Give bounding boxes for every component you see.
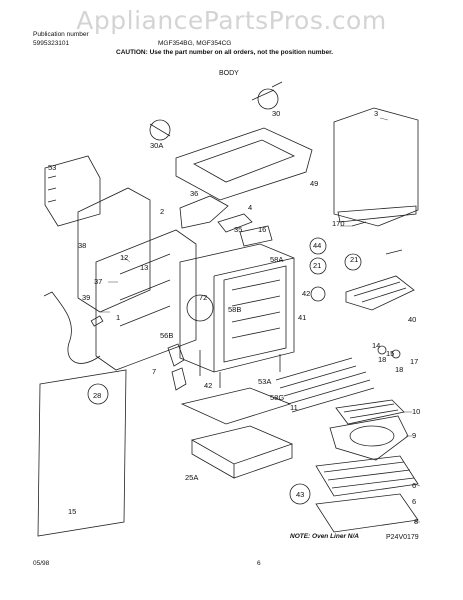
- callout: 6: [412, 481, 416, 490]
- icon-43: [289, 483, 311, 505]
- screwdriver-icon-30: [251, 81, 283, 101]
- callout: 21: [313, 261, 321, 270]
- section-title: BODY: [219, 70, 239, 77]
- broiler-pan: [329, 415, 409, 461]
- igniter-21: [344, 253, 362, 271]
- bracket-36: [179, 195, 229, 229]
- rear-panel: [95, 229, 197, 371]
- oven-cavity-front: [179, 243, 295, 373]
- callout: 11: [290, 403, 298, 412]
- leg-leveler-7: [171, 367, 187, 391]
- callout: 53: [48, 163, 56, 172]
- diagram-note: NOTE: Oven Liner N/A: [290, 533, 359, 540]
- callout: 14: [372, 341, 380, 350]
- callout: 38: [78, 241, 86, 250]
- callout: 56B: [160, 331, 173, 340]
- callout: 1: [116, 313, 120, 322]
- oven-frame: [213, 257, 295, 372]
- callout: 2: [160, 207, 164, 216]
- bracket-35: [217, 213, 253, 233]
- callout: 49: [310, 179, 318, 188]
- rail-53a: [275, 357, 357, 389]
- rail-53: [291, 387, 375, 413]
- callout-labels: 53 30 30A 49 3 36 35 38 12 13 37 1 39 2 …: [48, 109, 420, 526]
- callout: 40: [408, 315, 416, 324]
- callout: 18: [378, 355, 386, 364]
- callout: 43: [296, 490, 304, 499]
- knob-44: [309, 237, 327, 255]
- callout: 15: [68, 507, 76, 516]
- callout: 58B: [228, 305, 241, 314]
- callout: 6: [412, 497, 416, 506]
- wrench-icon-30a: [149, 123, 171, 137]
- callout: 42: [204, 381, 212, 390]
- callout: 170: [332, 219, 345, 228]
- callout: 25A: [185, 473, 198, 482]
- page-number: 6: [257, 560, 261, 567]
- knob-29: [310, 286, 326, 302]
- callout: 42: [302, 289, 310, 298]
- callout: 10: [412, 407, 420, 416]
- callout: 21: [350, 255, 358, 264]
- callout: 30A: [150, 141, 163, 150]
- callout: 58A: [270, 255, 283, 264]
- burner-40: [345, 275, 415, 311]
- door-panel: [37, 369, 127, 537]
- callout: 13: [140, 263, 148, 272]
- top-frame: [175, 127, 313, 201]
- model-numbers: MGF354BG, MGF354CG: [158, 40, 232, 47]
- drawer-panel-42: [180, 387, 292, 425]
- callout: 17: [410, 357, 418, 366]
- callout: 35: [234, 225, 242, 234]
- callout: 16: [258, 225, 266, 234]
- publication-label: Publication number: [33, 31, 89, 38]
- callout: 30: [272, 109, 280, 118]
- drawing-number: P24V0179: [386, 534, 419, 541]
- callout: 8: [414, 517, 418, 526]
- callout: 18: [395, 365, 403, 374]
- foot-58b: [167, 343, 185, 367]
- callout: 3: [374, 109, 378, 118]
- callout: 4: [248, 203, 252, 212]
- callout: 12: [120, 253, 128, 262]
- drawer-25a: [190, 425, 294, 465]
- watermark: AppliancePartsPros.com: [76, 6, 387, 35]
- callout: 28: [93, 391, 101, 400]
- callout: 53A: [258, 377, 271, 386]
- callout: 72: [199, 293, 207, 302]
- callout: 15: [386, 349, 394, 358]
- callout: 41: [298, 313, 306, 322]
- oven-rack-6: [315, 455, 419, 497]
- revision-date: 05/98: [33, 560, 50, 567]
- oven-light-ring: [186, 294, 214, 322]
- hinge-16: [239, 225, 273, 247]
- back-panel: [333, 107, 419, 227]
- left-side-panel: [44, 155, 101, 227]
- callout: 44: [313, 241, 321, 250]
- callout: 39: [82, 293, 90, 302]
- back-insulation: [77, 187, 151, 313]
- icon-28: [87, 383, 109, 405]
- callout: 58G: [270, 393, 284, 402]
- power-cord: [43, 291, 101, 364]
- oven-rack-8: [315, 493, 419, 533]
- knob-21: [309, 257, 327, 275]
- publication-number: 5995323101: [33, 40, 70, 47]
- caution-text: CAUTION: Use the part number on all orde…: [116, 49, 334, 56]
- callout: 37: [94, 277, 102, 286]
- callout: 9: [412, 431, 416, 440]
- callout: 7: [152, 367, 156, 376]
- callout: 36: [190, 189, 198, 198]
- rail-58g: [283, 371, 371, 405]
